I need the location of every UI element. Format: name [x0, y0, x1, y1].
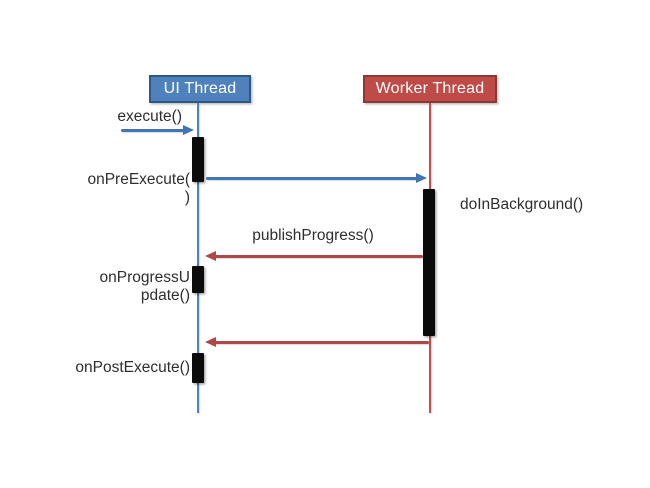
ui-thread-label: UI Thread — [163, 80, 237, 97]
onpostexecute-label: onPostExecute() — [75, 359, 190, 376]
result-to-ui-arrow-icon — [205, 337, 429, 348]
onpreexecute-to-worker-arrow-icon — [206, 173, 427, 184]
worker-thread-header: Worker Thread — [363, 75, 497, 103]
arrow-shaft — [212, 341, 429, 344]
activation-bar-ui-preexecute — [192, 137, 204, 182]
execute-label: execute() — [117, 108, 182, 125]
arrow-head-icon — [183, 125, 194, 135]
publishprogress-arrow-icon — [205, 251, 423, 262]
arrow-head-icon — [416, 173, 427, 183]
onpreexecute-label: onPreExecute( ) — [87, 171, 190, 206]
activation-bar-ui-postexecute — [192, 353, 204, 383]
ui-thread-lifeline — [197, 103, 199, 413]
publishprogress-label: publishProgress() — [252, 227, 374, 244]
arrow-shaft — [212, 255, 423, 258]
arrow-head-icon — [205, 251, 216, 261]
arrow-shaft — [206, 177, 420, 180]
arrow-head-icon — [205, 337, 216, 347]
onprogressupdate-label: onProgressU pdate() — [99, 269, 190, 304]
doinbackground-label: doInBackground() — [460, 196, 584, 213]
execute-arrow-icon — [121, 125, 194, 136]
activation-bar-ui-progressupdate — [192, 266, 204, 293]
activation-bar-worker-doinbackground — [423, 189, 435, 336]
ui-thread-header: UI Thread — [149, 75, 251, 103]
arrow-shaft — [121, 129, 187, 132]
worker-thread-label: Worker Thread — [375, 80, 485, 97]
